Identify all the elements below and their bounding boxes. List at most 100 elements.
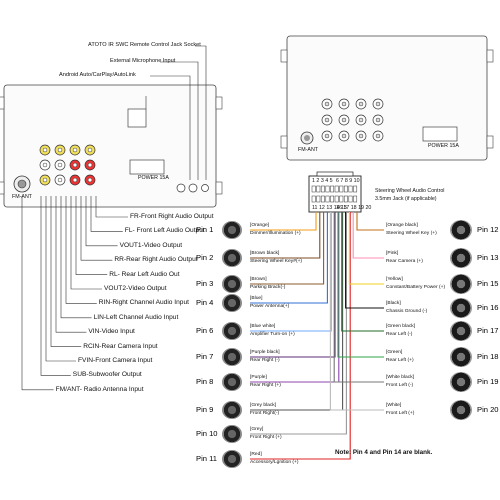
connector-slot bbox=[316, 185, 321, 193]
rca-jack-core bbox=[341, 117, 347, 123]
pin-number: Pin 16 bbox=[477, 303, 499, 312]
wire-color-label: [White] bbox=[386, 403, 402, 408]
connector-slot bbox=[325, 185, 330, 193]
wire-color-label: [Purple black] bbox=[250, 350, 280, 355]
rca-jack-core bbox=[57, 177, 63, 183]
wire-function-label: Chassis Ground (-) bbox=[386, 309, 428, 314]
pin-number: Pin 4 bbox=[196, 298, 214, 307]
rca-label: VOUT1-Video Output bbox=[119, 241, 183, 249]
rca-jack-core bbox=[358, 101, 364, 107]
label-android-auto: Android Auto/CarPlay/AutoLink bbox=[59, 72, 136, 78]
left-head-unit bbox=[0, 84, 223, 208]
leader-line bbox=[90, 196, 123, 232]
wire-color-label: [Blue] bbox=[250, 296, 263, 301]
wire-color-label: [Brown black] bbox=[250, 251, 280, 256]
rca-jack-core bbox=[72, 177, 78, 183]
connector-top-left-numbers: 1 2 3 4 5 bbox=[312, 178, 333, 184]
rca-label: FR-Front Right Audio Output bbox=[130, 213, 214, 220]
pin-number: Pin 9 bbox=[196, 405, 214, 414]
wire-function-label: Constant/Battery Power (+) bbox=[386, 285, 446, 290]
connector-slot bbox=[330, 195, 335, 203]
connector-slot bbox=[339, 195, 344, 203]
pin-number: Pin 15 bbox=[477, 279, 499, 288]
connector-pin-slots bbox=[311, 185, 358, 203]
right-head-unit bbox=[280, 35, 494, 161]
leader-line bbox=[60, 196, 92, 319]
wire-function-label: Front Right(-) bbox=[250, 411, 280, 416]
leader-line bbox=[50, 196, 82, 347]
pin-number: Pin 2 bbox=[196, 253, 214, 262]
leader-line bbox=[21, 196, 54, 391]
rca-jack-core bbox=[57, 162, 63, 168]
leader-line bbox=[70, 196, 102, 290]
connector-slot bbox=[311, 195, 316, 203]
wire-color-label: [Grey black] bbox=[250, 403, 277, 408]
speaker-icon bbox=[222, 348, 242, 366]
rca-label: VOUT2-Video Output bbox=[104, 285, 167, 292]
connector-bottom-numbers: 11 12 13 14 15 bbox=[312, 205, 347, 211]
left-power-label: POWER 15A bbox=[138, 175, 169, 181]
connector-slot bbox=[334, 195, 339, 203]
leader-line bbox=[40, 196, 71, 376]
leader-line bbox=[80, 196, 113, 261]
wire-color-label: [Grey] bbox=[250, 427, 264, 432]
pin-number: Pin 11 bbox=[196, 454, 217, 463]
rca-label: RIN-Right Channel Audio Input bbox=[98, 299, 189, 307]
leader-line bbox=[85, 196, 118, 247]
speaker-icon bbox=[450, 372, 472, 392]
wire-color-label: [Orange] bbox=[250, 223, 270, 228]
speaker-icon bbox=[222, 373, 242, 391]
wire bbox=[250, 212, 321, 259]
connector-slot bbox=[320, 195, 325, 203]
wire-color-label: [Black] bbox=[386, 301, 401, 306]
steering-audio-note-1: Steering Wheel Audio Control bbox=[375, 188, 445, 194]
rca-jack-core bbox=[375, 101, 381, 107]
wire-function-label: Front Right (+) bbox=[250, 435, 282, 440]
connector-slot bbox=[330, 185, 335, 193]
rca-jack-core bbox=[324, 133, 330, 139]
connector-slot bbox=[348, 185, 353, 193]
wire-function-label: Front Left (-) bbox=[386, 383, 414, 388]
pin-number: Pin 10 bbox=[196, 429, 218, 438]
wire-function-label: Front Left (+) bbox=[386, 411, 415, 416]
wire-color-label: [Green] bbox=[386, 350, 403, 355]
wire-function-label: Amplifier Turn-on (+) bbox=[250, 332, 295, 337]
rca-label: SUB-Subwoofer Output bbox=[72, 371, 142, 379]
speaker-icon bbox=[222, 425, 242, 443]
ignition-icon bbox=[222, 450, 242, 468]
battery-icon bbox=[450, 274, 472, 294]
rca-jack-core bbox=[87, 162, 93, 168]
wire-function-label: Steering Wheel Key (+) bbox=[386, 231, 437, 236]
wire-function-label: Rear Camera (+) bbox=[386, 259, 423, 264]
leader-line bbox=[75, 196, 108, 275]
wire-function-label: Accessory/Lgnition (+) bbox=[250, 460, 299, 465]
rca-leader-lines bbox=[21, 196, 128, 391]
dimmer-icon bbox=[222, 221, 242, 239]
pin-number: Pin 13 bbox=[477, 253, 499, 262]
speaker-icon bbox=[222, 401, 242, 419]
label-ir-swc-jack: ATOTO IR SWC Remote Control Jack Socket bbox=[88, 42, 201, 48]
right-ant-label: FM-ANT bbox=[298, 147, 319, 153]
wire-function-label: Rear Left (-) bbox=[386, 332, 413, 337]
rca-jack-core bbox=[358, 117, 364, 123]
wire bbox=[250, 212, 328, 304]
connector-slot bbox=[343, 185, 348, 193]
wire-color-label: [Red] bbox=[250, 452, 262, 457]
connector-slot bbox=[320, 185, 325, 193]
wire bbox=[341, 212, 384, 332]
wire-color-label: [Yellow] bbox=[386, 277, 403, 282]
speaker-icon bbox=[450, 400, 472, 420]
pin-number: Pin 12 bbox=[477, 225, 499, 234]
pin-number: Pin 1 bbox=[196, 225, 214, 234]
connector-slot bbox=[343, 195, 348, 203]
connector-slot bbox=[316, 195, 321, 203]
wire-color-label: [Orange black] bbox=[386, 223, 418, 228]
steering-wheel-icon bbox=[222, 249, 242, 267]
amplifier-icon bbox=[222, 322, 242, 340]
harness-wires bbox=[250, 212, 384, 460]
antenna-icon bbox=[222, 294, 242, 312]
rca-label: RR-Rear Right Audio Output bbox=[114, 256, 198, 264]
connector-slot bbox=[325, 195, 330, 203]
connector-slot bbox=[353, 195, 358, 203]
